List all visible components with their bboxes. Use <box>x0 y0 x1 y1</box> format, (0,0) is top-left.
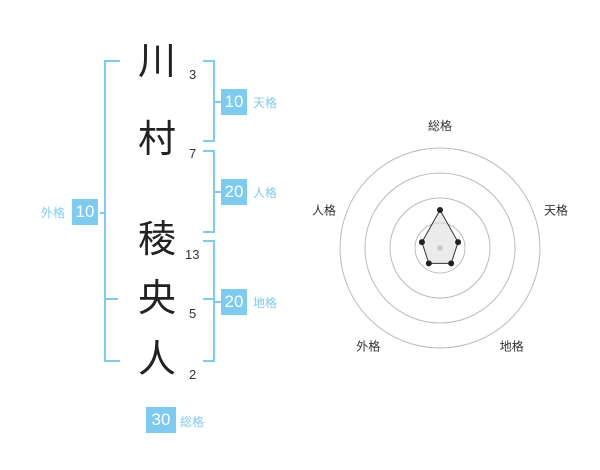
gaikaku-value: 10 <box>72 199 98 225</box>
radar-axis-label-2: 地格 <box>500 339 524 354</box>
radar-value-shape <box>421 208 459 264</box>
gaikaku-connector <box>100 212 105 214</box>
name-char-1: 川 <box>138 39 177 83</box>
chikaku-value: 20 <box>221 289 247 315</box>
tenkaku-label: 天格 <box>253 96 278 110</box>
radar-point-1 <box>455 239 462 246</box>
tenkaku-value: 10 <box>221 89 247 115</box>
gaikaku-label: 外格 <box>41 206 66 220</box>
chikaku-bracket-tick <box>203 298 213 300</box>
radar-point-4 <box>418 239 425 246</box>
soukaku-value: 30 <box>146 407 176 433</box>
radar-ring-3 <box>364 172 516 324</box>
radar-axis-label-4: 人格 <box>312 202 336 217</box>
radar-axis-label-3: 外格 <box>356 339 380 354</box>
name-char-2: 村 <box>138 117 177 161</box>
name-char-3: 稜 <box>138 217 177 261</box>
tenkaku-connector <box>213 101 221 103</box>
gaikaku-bracket <box>104 60 120 362</box>
stroke-count-5: 2 <box>189 367 197 382</box>
jinkaku-connector <box>213 191 221 193</box>
radar-point-0 <box>437 207 443 213</box>
chikaku-connector <box>213 301 221 303</box>
stroke-count-3: 13 <box>185 247 200 262</box>
chikaku-label: 地格 <box>253 296 278 310</box>
name-char-5: 人 <box>138 337 177 381</box>
radar-axis-label-1: 天格 <box>544 202 568 217</box>
stroke-count-4: 5 <box>189 306 197 321</box>
radar-ring-1 <box>414 222 466 274</box>
jinkaku-label: 人格 <box>253 186 278 200</box>
radar-center <box>437 245 443 251</box>
radar-axis-label-0: 総格 <box>428 118 452 133</box>
radar-ring-2 <box>389 197 491 299</box>
gaikaku-bracket-tick <box>106 298 118 300</box>
radar-ring-4 <box>339 147 541 349</box>
stroke-count-1: 3 <box>189 67 197 82</box>
radar-point-3 <box>425 260 432 267</box>
soukaku-label: 総格 <box>180 415 205 429</box>
stroke-count-2: 7 <box>189 146 197 161</box>
name-char-4: 央 <box>138 276 177 320</box>
radar-point-2 <box>448 260 455 267</box>
jinkaku-value: 20 <box>221 179 247 205</box>
